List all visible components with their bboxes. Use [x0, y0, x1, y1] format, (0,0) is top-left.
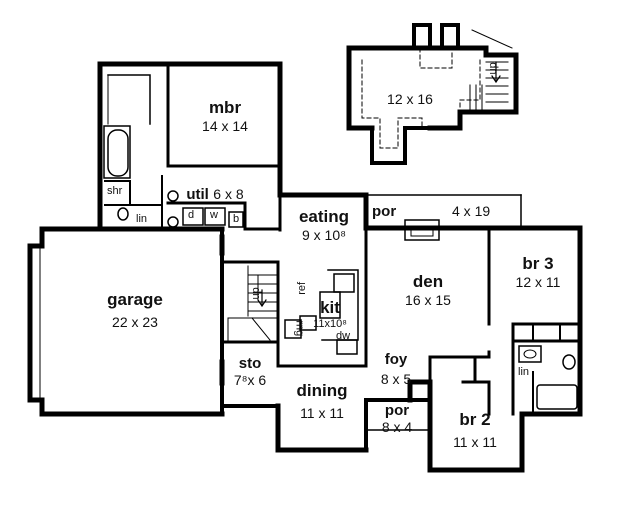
- stair-up-label: up: [249, 287, 262, 300]
- por-front-size: 8 x 4: [381, 419, 413, 436]
- loft-stair-up-label: up: [486, 62, 499, 75]
- sto-size: 7⁸x 6: [233, 372, 267, 389]
- por-front-label: por 8 x 4: [372, 402, 422, 435]
- por-front-name: por: [384, 402, 410, 419]
- den-name: den: [412, 272, 444, 291]
- dryer-label: d: [188, 209, 195, 221]
- foy-size: 8 x 5: [380, 371, 412, 388]
- foy-name: foy: [384, 351, 408, 368]
- eating-name: eating: [298, 207, 350, 226]
- dining-label: dining 11 x 11: [282, 381, 362, 421]
- core-walls: [220, 192, 369, 453]
- loft-outline: [346, 23, 519, 165]
- ref-label: ref: [296, 281, 309, 295]
- dishwasher-label: dw: [336, 330, 351, 342]
- dining-name: dining: [296, 381, 348, 400]
- br3-size: 12 x 11: [515, 273, 561, 290]
- windows: [79, 61, 583, 473]
- por-rear-name: por: [372, 203, 397, 220]
- br3-label: br 3 12 x 11: [505, 254, 571, 290]
- eating-label: eating 9 x 10⁸: [285, 207, 363, 243]
- shower-label: shr: [107, 185, 123, 197]
- br2-size: 11 x 11: [453, 433, 497, 450]
- bedroom-wing-walls: [407, 225, 583, 473]
- b-label: b: [233, 213, 240, 225]
- util-size: 6 x 8: [213, 186, 244, 202]
- br3-name: br 3: [522, 254, 554, 273]
- sto-name: sto: [238, 355, 262, 372]
- den-label: den 16 x 15: [395, 272, 461, 308]
- br2-name: br 2: [459, 410, 491, 429]
- loft-size: 12 x 16: [387, 91, 433, 107]
- mbr-label: mbr 14 x 14: [190, 98, 260, 134]
- stair-arrows: [257, 61, 501, 308]
- den-size: 16 x 15: [405, 291, 451, 308]
- kit-name: kit: [320, 298, 340, 317]
- dining-size: 11 x 11: [300, 404, 344, 421]
- garage-name: garage: [107, 290, 163, 309]
- por-rear-size: 4 x 19: [452, 203, 491, 219]
- kit-size: 11x10⁸: [313, 317, 347, 330]
- mbr-size: 14 x 14: [202, 117, 248, 134]
- master-suite-walls: [97, 61, 283, 232]
- garage-label: garage 22 x 23: [95, 290, 175, 330]
- linen-master-label: lin: [136, 213, 148, 225]
- linen-hall-label: lin: [518, 366, 530, 378]
- mbr-name: mbr: [208, 98, 242, 117]
- eating-size: 9 x 10⁸: [301, 226, 347, 243]
- br2-label: br 2 11 x 11: [440, 410, 510, 450]
- washer-label: w: [210, 209, 218, 221]
- foy-label: foy 8 x 5: [370, 351, 422, 387]
- kit-label: kit 11x10⁸: [303, 298, 357, 330]
- util-name: util: [186, 186, 209, 203]
- range-label: rng: [293, 320, 306, 337]
- util-label: util 6 x 8: [184, 186, 246, 204]
- garage-size: 22 x 23: [112, 313, 158, 330]
- sto-label: sto 7⁸x 6: [226, 355, 274, 388]
